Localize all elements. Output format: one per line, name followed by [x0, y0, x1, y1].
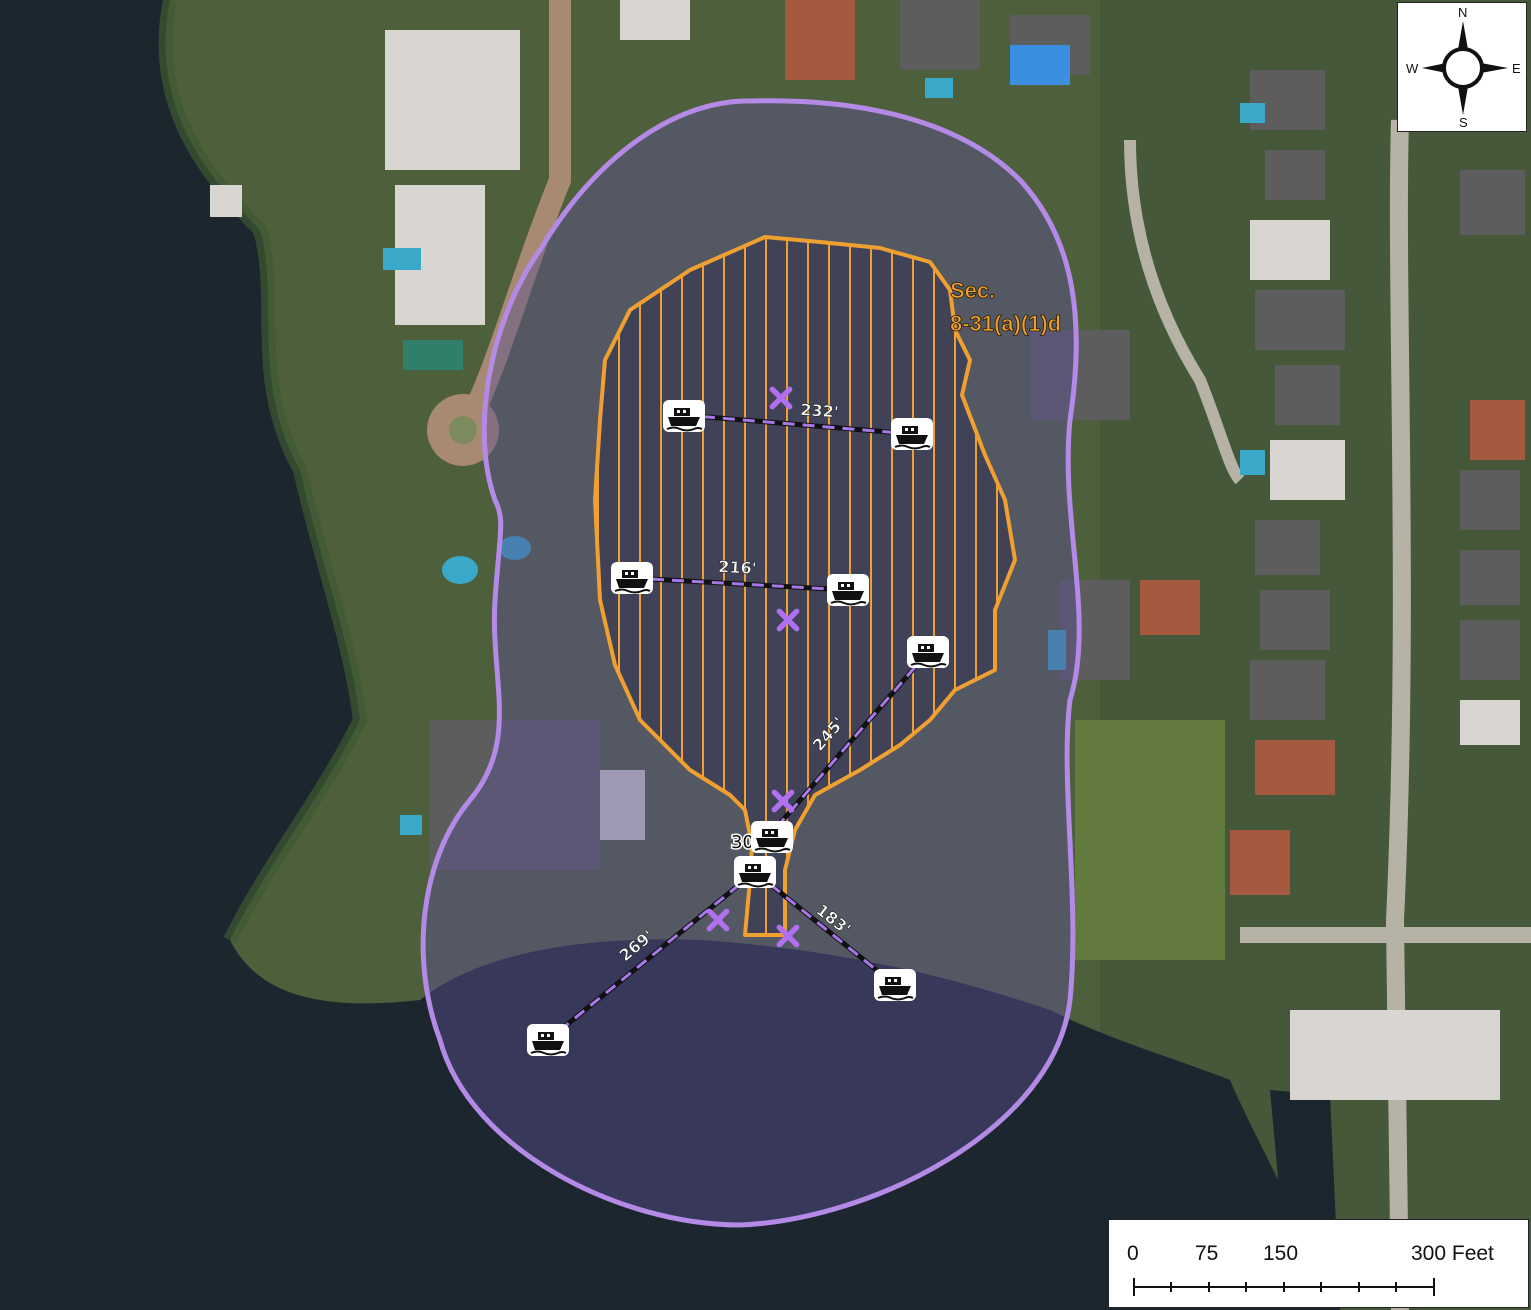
measurement-label: 232' [800, 400, 840, 422]
north-arrow: N S W E [1397, 2, 1527, 132]
lake-shore-vegetation [158, 0, 368, 944]
boat-icon[interactable] [733, 855, 777, 889]
boat-icon[interactable] [873, 968, 917, 1002]
boat-icon[interactable] [526, 1023, 570, 1057]
scale-label-300: 300 Feet [1411, 1242, 1494, 1265]
boat-icon[interactable] [890, 417, 934, 451]
measurement-lines [546, 412, 930, 1042]
compass-west-label: W [1406, 61, 1419, 76]
boat-icon[interactable] [610, 561, 654, 595]
road [1124, 139, 1245, 485]
tennis-court [403, 340, 463, 370]
scale-ruler [1133, 1278, 1435, 1296]
boat-icon[interactable] [826, 573, 870, 607]
road [1385, 119, 1411, 1310]
driveway [460, 0, 571, 425]
scale-label-0: 0 [1127, 1242, 1139, 1265]
compass-rose-icon [1422, 21, 1508, 115]
measurement-label: 216' [718, 557, 757, 578]
compass-north-label: N [1458, 5, 1468, 20]
scale-label-75: 75 [1195, 1242, 1219, 1265]
pools [383, 78, 1265, 835]
roofs-terracotta [785, 0, 1525, 895]
compass-south-label: S [1459, 115, 1468, 130]
scale-bar: 0 75 150 300 Feet [1108, 1219, 1529, 1308]
scale-label-150: 150 [1263, 1242, 1299, 1265]
zone-label-line1: Sec. [950, 278, 995, 303]
zone-label-line2: 8-31(a)(1)d [950, 311, 1061, 336]
boat-icon[interactable] [662, 399, 706, 433]
boat-icon[interactable] [906, 635, 950, 669]
zone-outline[interactable] [593, 235, 1017, 937]
blue-tarp-roof [1010, 45, 1070, 85]
fountain [449, 416, 477, 444]
boat-icon[interactable] [750, 820, 794, 854]
lake-water [0, 0, 1330, 1310]
buildings-dark [430, 0, 1525, 870]
open-field [1075, 720, 1225, 960]
compass-east-label: E [1512, 61, 1521, 76]
